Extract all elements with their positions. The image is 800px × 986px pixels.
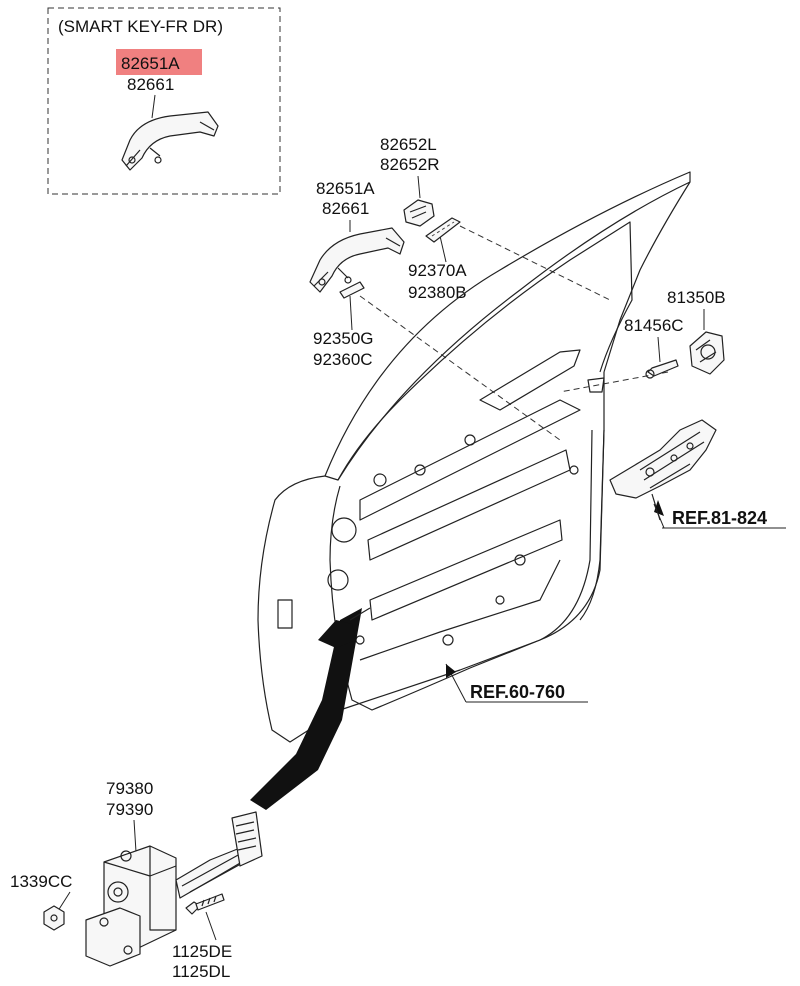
label-92370a[interactable]: 92370A xyxy=(408,261,467,280)
label-1125de[interactable]: 1125DE xyxy=(172,942,232,961)
checker-strap-band xyxy=(250,608,362,810)
leader-92350g xyxy=(349,295,353,331)
label-79390[interactable]: 79390 xyxy=(106,800,153,819)
inset-handle-part[interactable] xyxy=(121,111,219,171)
door-panel xyxy=(257,171,691,743)
bolt-part[interactable] xyxy=(185,893,225,915)
nut-part[interactable] xyxy=(43,905,65,931)
gasket-pad-lower-part[interactable] xyxy=(339,281,365,299)
label-92360c[interactable]: 92360C xyxy=(313,350,373,369)
leader-92370a xyxy=(439,235,447,263)
ref81-arrow xyxy=(654,500,664,516)
inset-label-82661[interactable]: 82661 xyxy=(127,75,174,94)
inset-label-82651a[interactable]: 82651A xyxy=(121,54,180,73)
screw-part[interactable] xyxy=(645,359,679,379)
leader-1125de xyxy=(205,911,217,941)
checker-mount xyxy=(318,620,356,648)
smart-key-inset: (SMART KEY-FR DR) 82651A 82661 xyxy=(47,7,281,195)
outside-handle-part[interactable] xyxy=(309,227,405,293)
align-line-handle xyxy=(359,295,561,441)
align-line-pad xyxy=(459,225,611,301)
leader-82652 xyxy=(417,175,421,199)
label-81456c[interactable]: 81456C xyxy=(624,316,684,335)
ref-60-760-link[interactable]: REF.60-760 xyxy=(470,682,565,702)
inset-title: (SMART KEY-FR DR) xyxy=(58,17,223,36)
leader-81456c xyxy=(657,336,661,363)
label-82652r[interactable]: 82652R xyxy=(380,155,440,174)
door-checker-part[interactable] xyxy=(85,811,263,967)
checker-mount-edge xyxy=(349,607,371,621)
handle-cover-part[interactable] xyxy=(403,199,435,227)
label-79380[interactable]: 79380 xyxy=(106,779,153,798)
label-1125dl[interactable]: 1125DL xyxy=(172,962,230,981)
striker-part[interactable] xyxy=(689,331,725,375)
door-latch-part[interactable] xyxy=(609,419,717,499)
align-line-striker xyxy=(559,371,669,393)
label-1339cc[interactable]: 1339CC xyxy=(10,872,72,891)
label-82651a[interactable]: 82651A xyxy=(316,179,375,198)
highlight-box xyxy=(116,49,202,75)
inset-leader xyxy=(151,94,156,119)
label-92380b[interactable]: 92380B xyxy=(408,283,467,302)
ref81-diag xyxy=(653,503,665,529)
label-82661[interactable]: 82661 xyxy=(322,199,369,218)
label-82652l[interactable]: 82652L xyxy=(380,135,437,154)
label-81350b[interactable]: 81350B xyxy=(667,288,726,307)
inset-frame xyxy=(47,7,281,195)
ref60-arrow xyxy=(446,664,456,678)
ref-81-824-link[interactable]: REF.81-824 xyxy=(672,508,767,528)
leader-79380 xyxy=(133,819,137,853)
gasket-pad-upper-part[interactable] xyxy=(425,217,461,243)
label-92350g[interactable]: 92350G xyxy=(313,329,374,348)
